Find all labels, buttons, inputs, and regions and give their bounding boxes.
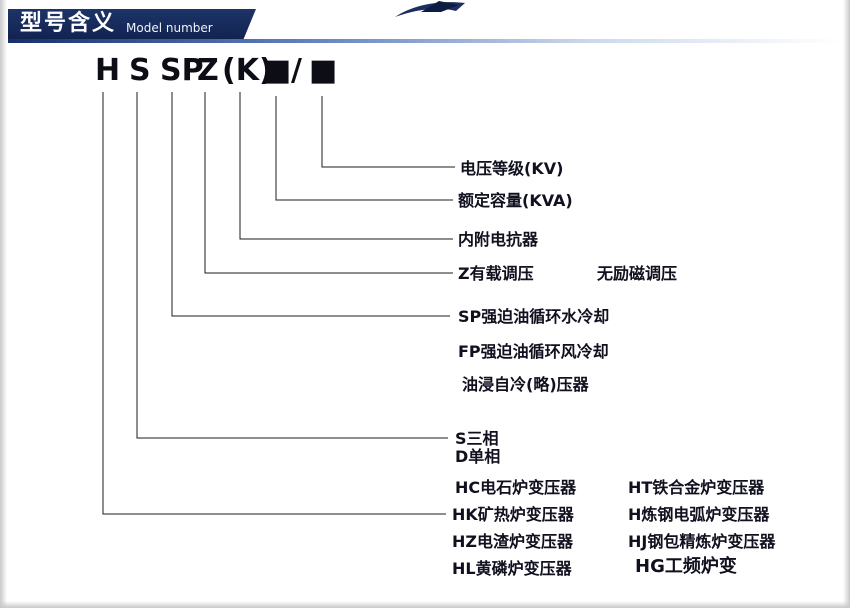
- code-letter-h: H: [95, 53, 121, 88]
- label-hk-transformer: HK矿热炉变压器: [452, 505, 574, 524]
- label-fp-cooling: FP强迫油循环风冷却: [458, 342, 609, 361]
- label-hl-transformer: HL黄磷炉变压器: [452, 559, 572, 578]
- logo-swoosh-icon: [395, 1, 465, 17]
- connector-capacity: [275, 96, 453, 201]
- model-code: H S SP Z (K) ■ / ■: [0, 54, 420, 90]
- code-letter-z: Z: [197, 53, 219, 88]
- label-hc-transformer: HC电石炉变压器: [455, 478, 577, 497]
- logo-graphic: [393, 0, 467, 18]
- header-accent-strip: [8, 39, 842, 43]
- code-letter-s: S: [129, 53, 151, 88]
- label-hz-transformer: HZ电渣炉变压器: [452, 532, 573, 551]
- connector-regulation: [204, 92, 453, 274]
- page-edge-bottom: [0, 601, 850, 608]
- label-ht-transformer: HT铁合金炉变压器: [628, 478, 765, 497]
- label-internal-reactor: 内附电抗器: [458, 230, 539, 249]
- label-h-transformer: H炼钢电弧炉变压器: [628, 505, 770, 524]
- connector-phase: [136, 92, 448, 439]
- header-bar: 型号含义 Model number: [8, 9, 256, 39]
- code-slash: /: [291, 53, 302, 88]
- connector-cooling: [171, 92, 450, 317]
- connector-voltage: [321, 96, 455, 168]
- label-onload-regulation: Z有载调压: [458, 264, 534, 283]
- page-title: 型号含义: [20, 11, 117, 36]
- label-hg-transformer: HG工频炉变: [635, 556, 737, 577]
- code-letter-k: (K): [222, 53, 273, 88]
- label-single-phase: D单相: [455, 447, 501, 466]
- connector-furnace: [102, 92, 446, 515]
- label-hj-transformer: HJ钢包精炼炉变压器: [628, 532, 776, 551]
- page-edge-left: [0, 0, 7, 608]
- page-subtitle: Model number: [126, 21, 213, 35]
- label-sp-cooling: SP强迫油循环水冷却: [458, 307, 610, 326]
- label-oil-cooling: 油浸自冷(略)压器: [462, 375, 589, 394]
- label-three-phase: S三相: [455, 429, 499, 448]
- label-voltage-level: 电压等级(KV): [460, 159, 564, 178]
- label-offload-regulation: 无励磁调压: [597, 264, 678, 283]
- code-box-capacity: ■: [263, 53, 292, 88]
- code-letter-sp: SP: [160, 53, 204, 88]
- label-rated-capacity: 额定容量(KVA): [458, 191, 573, 210]
- connector-reactor: [239, 92, 453, 240]
- code-box-voltage: ■: [309, 53, 338, 88]
- page-edge-right: [843, 0, 850, 608]
